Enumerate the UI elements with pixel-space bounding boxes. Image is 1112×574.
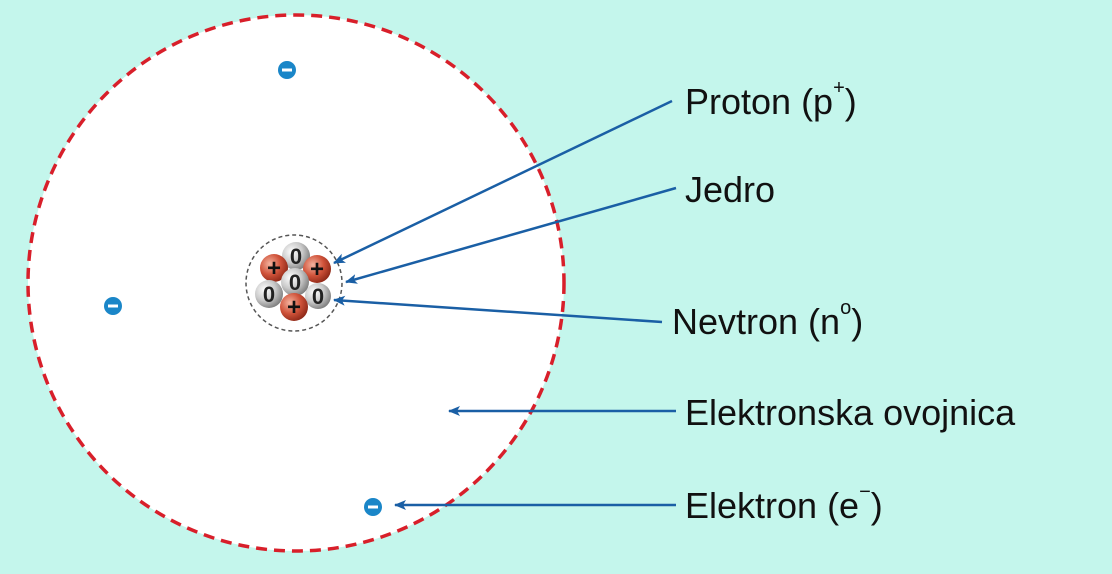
neutron-label-close: ) [851,301,864,342]
svg-text:0: 0 [263,282,275,307]
neutron-particle: 0 [281,268,309,296]
svg-text:+: + [287,294,301,321]
neutron-particle: 0 [305,283,331,309]
neutron-label: Nevtron (no) [672,298,864,342]
proton-particle: + [280,293,308,321]
neutron-particle: 0 [282,242,310,270]
nucleus-arrow [345,186,677,284]
electron-particle [104,297,122,315]
electron-particle [278,61,296,79]
neutron-particle: 0 [255,280,283,308]
nucleus-boundary [245,234,343,332]
proton-arrow [333,99,673,265]
nucleus-label: Jedro [685,172,775,208]
svg-text:0: 0 [290,244,302,269]
electron-label-sup: − [859,481,871,503]
neutron-label-text: Nevtron (n [672,301,841,342]
nucleus-label-text: Jedro [685,169,776,210]
svg-text:0: 0 [312,284,324,309]
neutron-arrow [333,295,663,324]
electron-label-close: ) [870,485,883,526]
shell-label: Elektronska ovojnica [685,395,1015,431]
neutron-label-sup: o [840,297,852,319]
electron-label-text: Elektron (e [685,485,860,526]
proton-label-close: ) [844,81,857,122]
proton-label-text: Proton (p [685,81,834,122]
svg-text:0: 0 [289,270,301,295]
svg-text:+: + [310,256,324,283]
svg-text:+: + [267,255,281,282]
shell-label-text: Elektronska ovojnica [685,392,1016,433]
proton-particle: + [260,254,288,282]
proton-particle: + [303,255,331,283]
proton-label-sup: + [833,77,845,99]
proton-label: Proton (p+) [685,78,857,122]
electron-particle [364,498,382,516]
electron-label: Elektron (e−) [685,482,883,526]
nucleus: 0 + + 0 0 0 + [255,242,331,321]
